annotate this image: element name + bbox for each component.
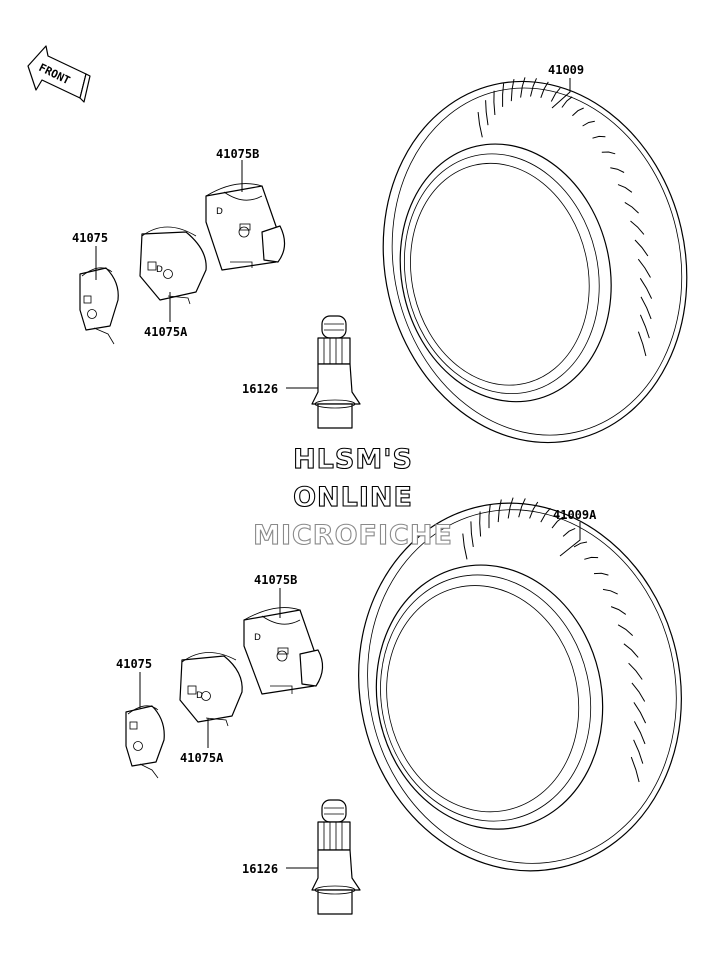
label-tire-lower: 41009A xyxy=(553,508,597,522)
tread-block xyxy=(477,112,483,138)
tread-block xyxy=(610,606,627,615)
tread-block xyxy=(633,739,644,764)
svg-text:D: D xyxy=(254,633,261,643)
label-weight-a-lower: 41075A xyxy=(180,751,224,765)
weight-a-lower: D xyxy=(179,652,243,727)
tread-block xyxy=(551,516,564,529)
label-weight-upper: 41075 xyxy=(72,231,108,245)
tread-block xyxy=(572,107,584,117)
tread-block xyxy=(602,588,618,595)
tread-block xyxy=(630,756,640,783)
tread-block xyxy=(561,96,573,108)
label-valve-upper: 16126 xyxy=(242,382,278,396)
tread-block xyxy=(518,498,526,518)
tread-block xyxy=(617,184,633,193)
valve-lower xyxy=(311,799,361,915)
tread-block xyxy=(631,682,646,702)
tread-block xyxy=(637,331,647,357)
tread-block xyxy=(540,507,551,523)
watermark-line1: HLSM'S xyxy=(293,444,413,475)
svg-text:D: D xyxy=(216,207,223,217)
label-tire-upper: 41009 xyxy=(548,63,584,77)
tread-block xyxy=(630,220,645,235)
tread-block xyxy=(610,167,625,173)
tread-block xyxy=(623,643,639,658)
weight-a-upper: D xyxy=(139,226,207,305)
tread-block xyxy=(628,662,643,680)
label-valve-lower: 16126 xyxy=(242,862,278,876)
label-weight-b-upper: 41075B xyxy=(216,147,259,161)
tread-block xyxy=(633,721,646,745)
tire-upper xyxy=(382,77,688,444)
weight-b-lower: D xyxy=(243,607,324,695)
tread-block xyxy=(573,541,588,548)
tread-block xyxy=(640,296,652,320)
tread-block xyxy=(470,521,474,547)
tread-block xyxy=(624,201,639,214)
tread-block xyxy=(601,151,616,155)
tread-block xyxy=(550,87,561,102)
label-weight-lower: 41075 xyxy=(116,657,152,671)
tread-block xyxy=(510,79,515,102)
tread-block xyxy=(485,100,489,126)
tread-block xyxy=(639,314,650,339)
tread-block xyxy=(520,77,526,98)
weight-b-upper: D xyxy=(205,183,286,271)
tread-block xyxy=(593,572,609,576)
valve-upper xyxy=(311,315,361,429)
watermark-line3: MICROFICHE xyxy=(253,520,453,551)
front-arrow-icon: FRONT xyxy=(27,45,91,103)
label-weight-b-lower: 41075B xyxy=(254,573,297,587)
tread-block xyxy=(507,497,514,519)
tread-block xyxy=(502,83,505,107)
tread-block xyxy=(488,504,491,529)
tread-block xyxy=(634,239,649,257)
tread-block xyxy=(540,81,549,98)
tread-block xyxy=(584,556,599,560)
tread-block xyxy=(639,278,653,299)
weight-lower xyxy=(125,705,165,779)
tread-block xyxy=(462,533,468,560)
tread-block xyxy=(617,624,634,636)
tread-block xyxy=(479,511,482,537)
svg-text:D: D xyxy=(196,691,203,701)
leader-lines xyxy=(95,78,581,869)
label-weight-a-upper: 41075A xyxy=(144,325,188,339)
tread-block xyxy=(562,527,576,537)
watermark-line2: ONLINE xyxy=(293,482,413,513)
tread-lower xyxy=(462,497,647,783)
tread-block xyxy=(633,702,647,724)
weight-upper xyxy=(79,267,119,345)
tread-block xyxy=(493,90,496,116)
tread-upper xyxy=(477,77,653,357)
tread-block xyxy=(592,135,606,139)
tread-block xyxy=(582,120,595,127)
tire-lower xyxy=(358,497,682,872)
tread-block xyxy=(637,258,651,278)
svg-text:D: D xyxy=(156,265,163,275)
tread-block xyxy=(530,78,537,97)
tread-block xyxy=(497,499,502,523)
tread-block xyxy=(529,501,539,519)
